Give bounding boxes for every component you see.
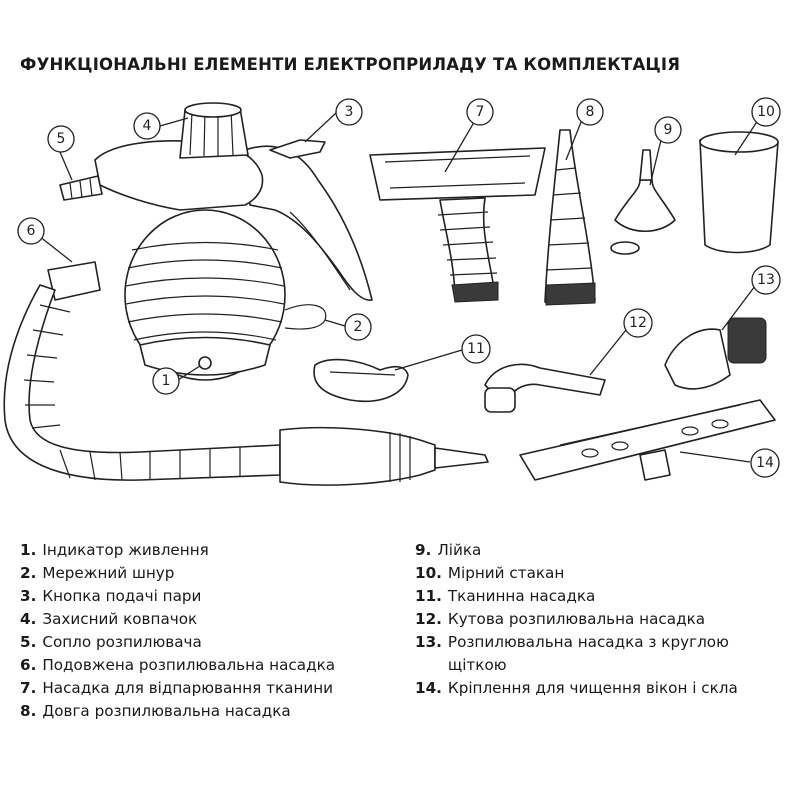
callout-8: 8 bbox=[576, 98, 604, 126]
legend-item-8: 8.Довга розпилювальна насадка bbox=[20, 702, 291, 720]
window-cleaning-attachment bbox=[519, 399, 776, 481]
callout-12: 12 bbox=[623, 308, 653, 338]
callout-11: 11 bbox=[461, 334, 491, 364]
legend-right-column: 9.Лійка 10.Мірний стакан 11.Тканинна нас… bbox=[415, 539, 790, 700]
svg-text:9: 9 bbox=[664, 122, 673, 138]
legend-item-3: 3.Кнопка подачі пари bbox=[20, 587, 202, 605]
legend-item-10: 10.Мірний стакан bbox=[415, 564, 565, 582]
legend-item-12: 12.Кутова розпилювальна насадка bbox=[415, 610, 706, 628]
legend-item-2: 2.Мережний шнур bbox=[20, 564, 175, 582]
callout-1: 1 bbox=[152, 367, 180, 395]
callout-10: 10 bbox=[751, 97, 781, 127]
legend-item-4: 4.Захисний ковпачок bbox=[20, 610, 198, 628]
svg-text:4: 4 bbox=[143, 118, 152, 134]
funnel bbox=[610, 149, 676, 255]
legend-item-6: 6.Подовжена розпилювальна насадка bbox=[20, 656, 336, 674]
legend-item-9: 9.Лійка bbox=[415, 541, 482, 559]
fabric-steamer-attachment bbox=[369, 147, 546, 303]
extension-hose bbox=[3, 261, 489, 486]
callout-2: 2 bbox=[344, 313, 372, 341]
svg-text:10: 10 bbox=[757, 104, 775, 120]
legend-item-11: 11.Тканинна насадка bbox=[415, 587, 596, 605]
callout-5: 5 bbox=[47, 125, 75, 153]
svg-text:13: 13 bbox=[757, 272, 775, 288]
legend-item-5: 5.Сопло розпилювача bbox=[20, 633, 202, 651]
steam-cleaner-body bbox=[59, 102, 373, 381]
svg-text:14: 14 bbox=[756, 455, 774, 471]
callout-3: 3 bbox=[335, 98, 363, 126]
legend-left-column: 1.Індикатор живлення 2.Мережний шнур 3.К… bbox=[20, 539, 405, 723]
legend-item-13: 13.Розпилювальна насадка з круглою щітко… bbox=[415, 633, 729, 674]
legend-item-1: 1.Індикатор живлення bbox=[20, 541, 209, 559]
svg-text:12: 12 bbox=[629, 315, 647, 331]
angled-spray-attachment bbox=[484, 363, 606, 413]
long-spray-attachment bbox=[544, 129, 596, 306]
callout-13: 13 bbox=[751, 265, 781, 295]
callout-9: 9 bbox=[654, 116, 682, 144]
fabric-attachment bbox=[313, 358, 409, 402]
svg-text:11: 11 bbox=[467, 341, 485, 357]
svg-text:2: 2 bbox=[354, 319, 363, 335]
svg-text:8: 8 bbox=[586, 104, 595, 120]
measuring-cup bbox=[699, 131, 779, 254]
svg-text:3: 3 bbox=[345, 104, 354, 120]
legend-item-7: 7.Насадка для відпарювання тканини bbox=[20, 679, 334, 697]
svg-text:6: 6 bbox=[27, 223, 36, 239]
diagram-title: ФУНКЦІОНАЛЬНІ ЕЛЕМЕНТИ ЕЛЕКТРОПРИЛАДУ ТА… bbox=[20, 55, 681, 74]
diagram-illustration: 1 2 3 4 5 6 7 8 9 10 11 12 13 14 bbox=[3, 97, 781, 486]
round-brush-attachment bbox=[664, 317, 767, 390]
callout-4: 4 bbox=[133, 112, 161, 140]
callout-14: 14 bbox=[750, 448, 780, 478]
svg-text:1: 1 bbox=[162, 373, 171, 389]
svg-text:5: 5 bbox=[57, 131, 66, 147]
callout-6: 6 bbox=[17, 217, 45, 245]
callout-7: 7 bbox=[466, 98, 494, 126]
legend-item-14: 14.Кріплення для чищення вікон і скла bbox=[415, 679, 738, 697]
svg-text:7: 7 bbox=[476, 104, 485, 120]
